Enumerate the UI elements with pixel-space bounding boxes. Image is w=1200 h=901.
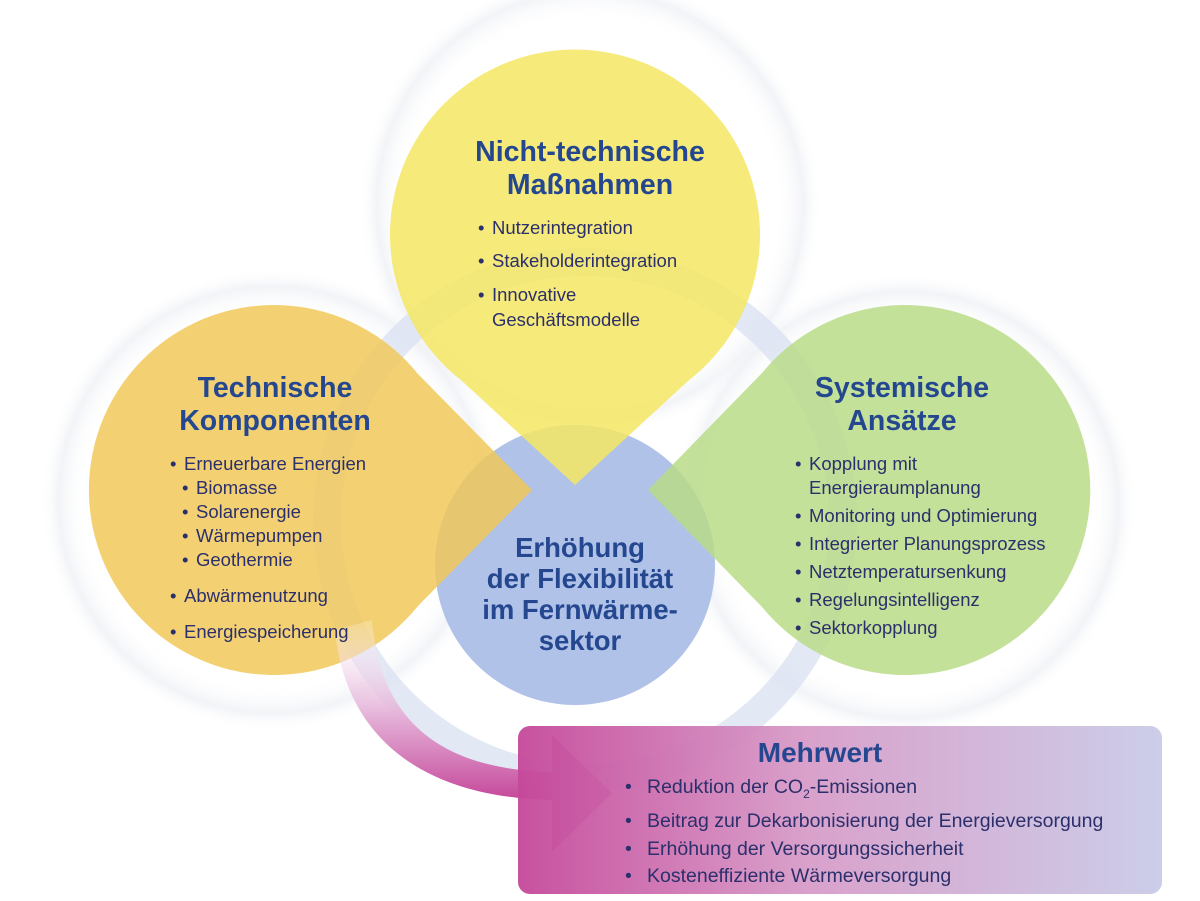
left-title-line-1: Technische [197, 372, 353, 404]
list-item: Kosteneffiziente Wärmeversorgung [625, 863, 1103, 891]
list-item: Abwärmenutzung [170, 584, 366, 608]
list-item: Regelungsintelligenz [795, 588, 1046, 612]
list-item: Erneuerbare Energien [170, 452, 366, 476]
list-subitem: Wärmepumpen [182, 524, 366, 548]
mehrwert-title: Mehrwert [757, 737, 883, 768]
list-subitem: Biomasse [182, 476, 366, 500]
center-title: Erhöhung der Flexibilität im Fernwärme- … [460, 532, 700, 656]
list-item: Stakeholderintegration [478, 249, 677, 272]
left-title-line-2: Komponenten [179, 405, 371, 438]
list-item-line: Energieraumplanung [809, 477, 981, 498]
top-list: Nutzerintegration Stakeholderintegration… [478, 216, 677, 332]
list-subitem: Geothermie [182, 548, 366, 572]
right-title-line-1: Systemische [814, 372, 990, 404]
list-item-line: Kopplung mit [809, 453, 917, 474]
co2-prefix: Reduktion der CO [647, 776, 804, 798]
left-list: Erneuerbare Energien Biomasse Solarenerg… [170, 452, 366, 644]
list-subitem: Solarenergie [182, 500, 366, 524]
mehrwert-list: Reduktion der CO2-Emissionen Beitrag zur… [625, 774, 1103, 891]
co2-suffix: -Emissionen [809, 776, 918, 798]
list-item: Netztemperatursenkung [795, 560, 1046, 584]
left-title: Technische Komponenten [150, 372, 400, 438]
list-item-line: Geschäftsmodelle [492, 309, 641, 330]
top-title-line-1: Nicht-technische [475, 136, 705, 168]
list-item: Innovative Geschäftsmodelle [478, 282, 677, 332]
list-item: Nutzerintegration [478, 216, 677, 239]
top-title: Nicht-technische Maßnahmen [430, 136, 750, 202]
list-item: Integrierter Planungsprozess [795, 532, 1046, 556]
list-item: Monitoring und Optimierung [795, 504, 1046, 528]
right-list: Kopplung mit Energieraumplanung Monitori… [795, 452, 1046, 640]
center-title-line-2: der Flexibilität [486, 563, 674, 594]
list-item: Erhöhung der Versorgungssicherheit [625, 836, 1103, 864]
center-title-line-3: im Fernwärme- [482, 594, 678, 625]
list-item: Beitrag zur Dekarbonisierung der Energie… [625, 808, 1103, 836]
list-item: Energiespeicherung [170, 620, 366, 644]
list-item: Kopplung mit Energieraumplanung [795, 452, 1046, 500]
right-title: Systemische Ansätze [772, 372, 1032, 438]
list-item: Reduktion der CO2-Emissionen [625, 774, 1103, 808]
list-item-line: Innovative [492, 284, 577, 305]
co2-subscript: 2 [803, 786, 810, 801]
center-title-line-1: Erhöhung [515, 532, 645, 563]
list-item: Sektorkopplung [795, 616, 1046, 640]
center-title-line-4: sektor [538, 625, 622, 656]
top-title-line-2: Maßnahmen [506, 169, 674, 202]
right-title-line-2: Ansätze [847, 405, 957, 438]
